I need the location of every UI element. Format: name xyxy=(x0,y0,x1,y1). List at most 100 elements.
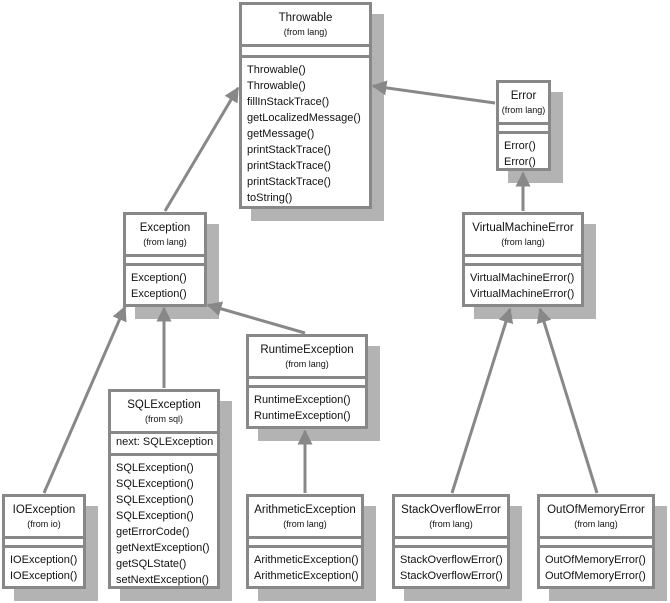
class-header: Exception (from lang) xyxy=(126,215,204,257)
operation: getNextException() xyxy=(116,542,210,554)
operation: VirtualMachineError() xyxy=(470,272,575,284)
class-package: (from lang) xyxy=(283,27,328,37)
class-io-exception: IOException (from io) IOException() IOEx… xyxy=(2,494,86,589)
operation: Throwable() xyxy=(247,80,306,92)
operation: IOException() xyxy=(10,554,78,566)
operation: ArithmeticException() xyxy=(254,554,359,566)
operation: Error() xyxy=(504,140,536,152)
attribute-compartment xyxy=(395,539,507,548)
operations-compartment: IOException() IOException() xyxy=(5,548,83,584)
operations-compartment: StackOverflowError() StackOverflowError(… xyxy=(395,548,507,584)
class-name: StackOverflowError xyxy=(401,504,501,516)
operation: toString() xyxy=(247,192,293,204)
attribute-compartment xyxy=(242,47,369,58)
class-name: Exception xyxy=(139,222,191,234)
operations-compartment: Error() Error() xyxy=(499,134,548,170)
operation: printStackTrace() xyxy=(247,144,331,156)
class-package: (from lang) xyxy=(283,519,327,529)
class-name: VirtualMachineError xyxy=(472,222,574,234)
operation: printStackTrace() xyxy=(247,160,331,172)
class-header: StackOverflowError (from lang) xyxy=(395,497,507,539)
operations-compartment: SQLException() SQLException() SQLExcepti… xyxy=(111,456,217,588)
operation: OutOfMemoryError() xyxy=(545,554,646,566)
operation: RuntimeException() xyxy=(254,410,351,422)
class-package: (from lang) xyxy=(501,237,545,247)
attribute-compartment: next: SQLException xyxy=(111,434,217,456)
operations-compartment: ArithmeticException() ArithmeticExceptio… xyxy=(249,548,361,584)
arrow-runtime-to-exception xyxy=(206,301,306,335)
operation: IOException() xyxy=(10,570,78,582)
operation: fillInStackTrace() xyxy=(247,96,330,108)
class-header: OutOfMemoryError (from lang) xyxy=(540,497,652,539)
class-out-of-memory-error: OutOfMemoryError (from lang) OutOfMemory… xyxy=(537,494,655,589)
class-name: ArithmeticException xyxy=(254,504,356,516)
operation: SQLException() xyxy=(116,494,194,506)
operations-compartment: OutOfMemoryError() OutOfMemoryError() xyxy=(540,548,652,584)
class-package: (from lang) xyxy=(143,237,187,247)
class-virtual-machine-error: VirtualMachineError (from lang) VirtualM… xyxy=(462,212,584,307)
class-header: Error (from lang) xyxy=(499,83,548,125)
attribute-compartment xyxy=(249,539,361,548)
arrow-exception-to-throwable xyxy=(163,86,240,212)
attribute-compartment xyxy=(126,257,204,266)
class-name: OutOfMemoryError xyxy=(547,504,645,516)
class-header: IOException (from io) xyxy=(5,497,83,539)
operation: StackOverflowError() xyxy=(400,570,503,582)
operation: printStackTrace() xyxy=(247,176,331,188)
arrow-error-to-throwable xyxy=(371,80,496,105)
operation: SQLException() xyxy=(116,510,194,522)
attribute-compartment xyxy=(540,539,652,548)
operation: getLocalizedMessage() xyxy=(247,112,361,124)
class-sql-exception: SQLException (from sql) next: SQLExcepti… xyxy=(108,389,220,589)
operations-compartment: VirtualMachineError() VirtualMachineErro… xyxy=(465,266,581,302)
class-arithmetic-exception: ArithmeticException (from lang) Arithmet… xyxy=(246,494,364,589)
operation: SQLException() xyxy=(116,478,194,490)
operation: getErrorCode() xyxy=(116,526,190,538)
attribute-compartment xyxy=(249,379,365,388)
class-name: Error xyxy=(510,90,537,102)
operation: setNextException() xyxy=(116,574,209,586)
class-stack-overflow-error: StackOverflowError (from lang) StackOver… xyxy=(392,494,510,589)
operation: VirtualMachineError() xyxy=(470,288,575,300)
attribute-compartment xyxy=(499,125,548,134)
class-package: (from lang) xyxy=(429,519,473,529)
class-package: (from lang) xyxy=(285,359,329,369)
class-package: (from lang) xyxy=(501,105,546,115)
attribute: next: SQLException xyxy=(116,436,214,448)
class-throwable: Throwable (from lang) Throwable() Throwa… xyxy=(239,2,372,209)
arrow-oom-to-vmerror xyxy=(536,307,599,494)
class-package: (from sql) xyxy=(145,414,183,424)
arrow-stackoverflow-to-vmerror xyxy=(450,307,514,494)
class-header: RuntimeException (from lang) xyxy=(249,337,365,379)
operations-compartment: Throwable() Throwable() fillInStackTrace… xyxy=(242,58,369,206)
attribute-compartment xyxy=(465,257,581,266)
operation: getMessage() xyxy=(247,128,315,140)
operation: Error() xyxy=(504,156,536,168)
class-exception: Exception (from lang) Exception() Except… xyxy=(123,212,207,307)
class-runtime-exception: RuntimeException (from lang) RuntimeExce… xyxy=(246,334,368,429)
class-name: RuntimeException xyxy=(260,344,354,356)
class-header: SQLException (from sql) xyxy=(111,392,217,434)
operation: OutOfMemoryError() xyxy=(545,570,646,582)
class-header: Throwable (from lang) xyxy=(242,5,369,47)
operation: ArithmeticException() xyxy=(254,570,359,582)
class-header: ArithmeticException (from lang) xyxy=(249,497,361,539)
operation: RuntimeException() xyxy=(254,394,351,406)
class-package: (from io) xyxy=(27,519,61,529)
operation: StackOverflowError() xyxy=(400,554,503,566)
class-name: SQLException xyxy=(127,399,201,411)
operations-compartment: RuntimeException() RuntimeException() xyxy=(249,388,365,424)
class-name: Throwable xyxy=(278,12,333,24)
operation: Exception() xyxy=(131,272,187,284)
operation: Throwable() xyxy=(247,64,306,76)
class-package: (from lang) xyxy=(574,519,618,529)
attribute-compartment xyxy=(5,539,83,548)
class-error: Error (from lang) Error() Error() xyxy=(496,80,551,171)
operation: Exception() xyxy=(131,288,187,300)
arrow-io-to-exception xyxy=(42,305,127,494)
operation: getSQLState() xyxy=(116,558,187,570)
operation: SQLException() xyxy=(116,462,194,474)
operations-compartment: Exception() Exception() xyxy=(126,266,204,302)
